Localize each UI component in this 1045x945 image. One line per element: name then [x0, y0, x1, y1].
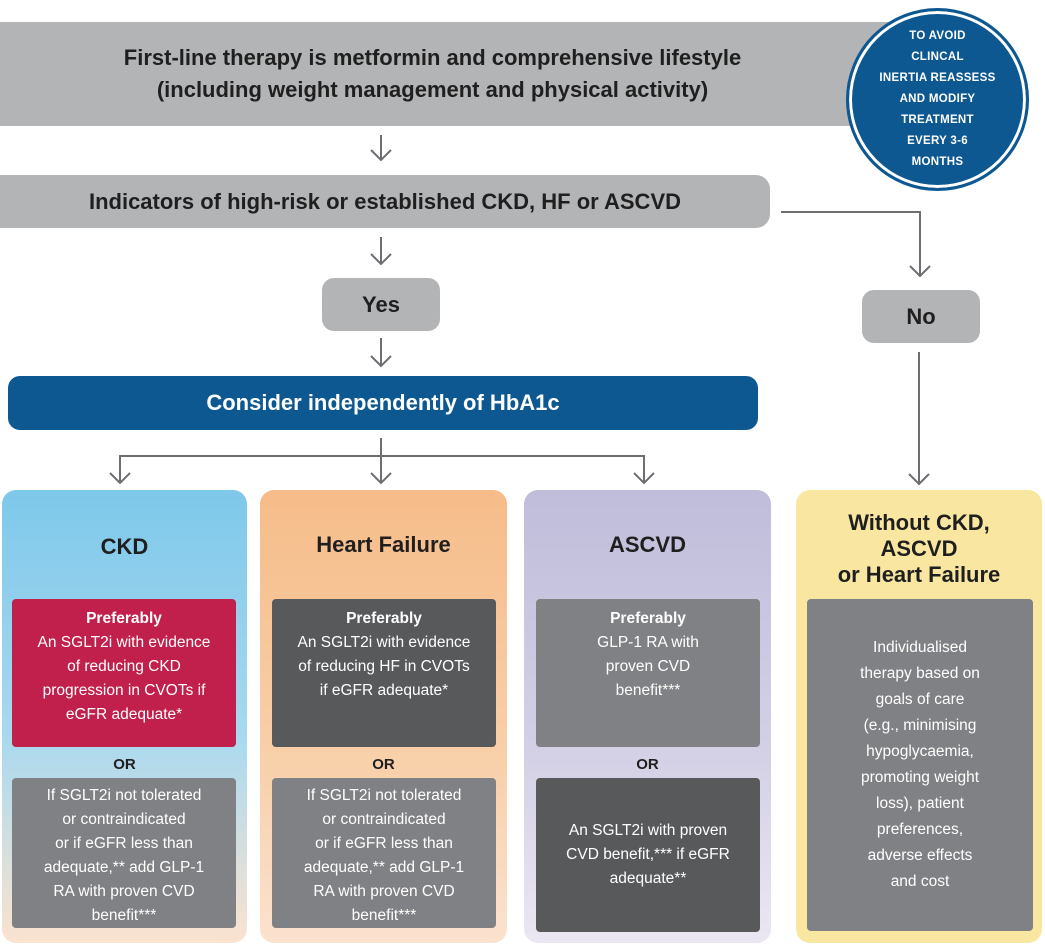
reassess-line6: EVERY 3-6: [907, 135, 968, 147]
hf-title: Heart Failure: [316, 532, 451, 557]
ascvd-card1-line: GLP-1 RA with: [597, 634, 699, 651]
without-title: Without CKD, ASCVD or Heart Failure: [796, 510, 1042, 588]
hf-card1-line: of reducing HF in CVOTs: [298, 658, 470, 675]
reassess-circle: TO AVOID CLINCAL INERTIA REASSESS AND MO…: [846, 8, 1029, 191]
without-card-line: therapy based on: [860, 665, 980, 682]
without-card-line: Individualised: [873, 639, 967, 656]
reassess-line4: AND MODIFY: [899, 93, 976, 105]
without-title-line2: ASCVD: [880, 536, 958, 561]
consider-independently-box: Consider independently of HbA1c: [8, 376, 758, 430]
first-line-text-line2: (including weight management and physica…: [156, 77, 709, 102]
without-card-line: (e.g., minimising: [863, 717, 977, 734]
without-card-line: adverse effects: [867, 847, 973, 864]
ascvd-card2-line: An SGLT2i with proven: [568, 822, 728, 839]
without-card-line: loss), patient: [876, 795, 964, 812]
ckd-card2-line: If SGLT2i not tolerated: [46, 787, 202, 804]
ascvd-card1-line: benefit***: [615, 682, 681, 699]
ascvd-title: ASCVD: [608, 532, 686, 557]
without-card-line: and cost: [890, 873, 950, 890]
yes-pill: Yes: [322, 278, 440, 331]
without-title-line1: Without CKD,: [848, 510, 990, 535]
indicators-box: Indicators of high-risk or established C…: [0, 175, 770, 228]
ckd-card1-line: progression in CVOTs if: [42, 682, 206, 699]
first-line-therapy-box: First-line therapy is metformin and comp…: [0, 22, 905, 126]
reassess-line1: TO AVOID: [909, 30, 966, 42]
hf-card2-line: adequate,** add GLP-1: [303, 859, 465, 876]
hf-preferably-label: Preferably: [346, 610, 422, 627]
hf-card2-line: benefit***: [351, 907, 417, 924]
hf-card2-line: RA with proven CVD: [313, 883, 455, 900]
hf-preferred-card: Preferably An SGLT2i with evidence of re…: [272, 599, 496, 747]
ckd-preferably-label: Preferably: [86, 610, 162, 627]
ckd-alternative-card: If SGLT2i not tolerated or contraindicat…: [12, 778, 236, 928]
ascvd-or-label: OR: [636, 756, 659, 773]
hf-card1-line: An SGLT2i with evidence: [297, 634, 471, 651]
reassess-line2: CLINCAL: [911, 51, 964, 63]
ascvd-preferred-card: Preferably GLP-1 RA with proven CVD bene…: [536, 599, 760, 747]
ascvd-column: ASCVD Preferably GLP-1 RA with proven CV…: [524, 490, 771, 943]
first-line-text-line1: First-line therapy is metformin and comp…: [123, 45, 742, 70]
ckd-card1-line: An SGLT2i with evidence: [37, 634, 211, 651]
ckd-card2-line: or contraindicated: [62, 811, 186, 828]
reassess-line5: TREATMENT: [901, 114, 974, 126]
reassess-line7: MONTHS: [911, 156, 964, 168]
ckd-card2-line: or if eGFR less than: [55, 835, 193, 852]
hf-alternative-card: If SGLT2i not tolerated or contraindicat…: [272, 778, 496, 928]
ckd-column: CKD Preferably An SGLT2i with evidence o…: [2, 490, 247, 943]
ckd-card2-line: benefit***: [91, 907, 157, 924]
hf-or-label: OR: [372, 756, 395, 773]
without-card-line: hypoglycaemia,: [866, 743, 974, 760]
ckd-or-label: OR: [113, 756, 136, 773]
without-card-line: promoting weight: [860, 769, 980, 786]
hf-card1-line: if eGFR adequate*: [319, 682, 449, 699]
ascvd-card2-line: adequate**: [609, 870, 687, 887]
heart-failure-column: Heart Failure Preferably An SGLT2i with …: [260, 490, 507, 943]
without-title-line3: or Heart Failure: [837, 562, 1001, 587]
without-card-line: goals of care: [875, 691, 965, 708]
ascvd-card2-line: CVD benefit,*** if eGFR: [566, 846, 730, 863]
ckd-preferred-card: Preferably An SGLT2i with evidence of re…: [12, 599, 236, 747]
ckd-card2-line: RA with proven CVD: [53, 883, 195, 900]
ckd-card1-line: of reducing CKD: [67, 658, 181, 675]
individualised-therapy-card: Individualised therapy based on goals of…: [807, 599, 1033, 931]
reassess-line3: INERTIA REASSESS: [879, 72, 996, 84]
ckd-card2-line: adequate,** add GLP-1: [43, 859, 205, 876]
hf-card2-line: If SGLT2i not tolerated: [306, 787, 462, 804]
no-pill: No: [862, 290, 980, 343]
ascvd-alternative-card: An SGLT2i with proven CVD benefit,*** if…: [536, 778, 760, 932]
hf-card2-line: or if eGFR less than: [315, 835, 453, 852]
without-ckd-ascvd-hf-column: Without CKD, ASCVD or Heart Failure Indi…: [796, 490, 1042, 943]
ascvd-preferably-label: Preferably: [610, 610, 686, 627]
without-card-line: preferences,: [876, 821, 964, 838]
ascvd-card1-line: proven CVD: [605, 658, 691, 675]
ckd-card1-line: eGFR adequate*: [65, 706, 183, 723]
ckd-title: CKD: [100, 534, 149, 559]
hf-card2-line: or contraindicated: [322, 811, 446, 828]
